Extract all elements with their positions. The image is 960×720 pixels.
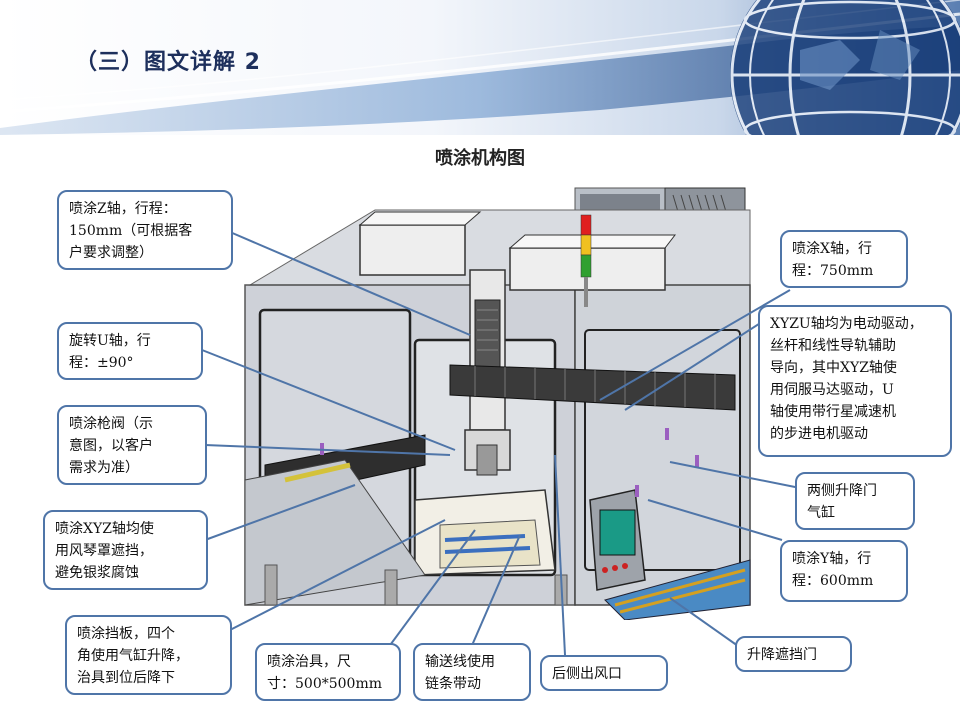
callout-side-door-cylinder: 两侧升降门 气缸 [795, 472, 915, 530]
callout-xyz-bellows-cover: 喷涂XYZ轴均使 用风琴罩遮挡， 避免银浆腐蚀 [43, 510, 208, 590]
callout-z-axis: 喷涂Z轴，行程： 150mm（可根据客 户要求调整） [57, 190, 233, 270]
control-panel-screen [589, 489, 646, 591]
callout-lift-shield-door: 升降遮挡门 [735, 636, 852, 672]
callout-rear-air-outlet: 后侧出风口 [540, 655, 668, 691]
slide-header-banner [0, 0, 960, 135]
callout-conveyor: 输送线使用 链条带动 [413, 643, 531, 701]
callout-drive-system: XYZU轴均为电动驱动， 丝杆和线性导轨辅助 导向，其中XYZ轴使 用伺服马达驱… [758, 305, 952, 457]
globe-graphic [730, 0, 960, 135]
slide-title: （三）图文详解 2 [75, 50, 261, 75]
spray-machine-illustration [244, 187, 751, 620]
callout-x-axis: 喷涂X轴，行 程：750mm [780, 230, 908, 288]
callout-spray-baffle: 喷涂挡板，四个 角使用气缸升降， 治具到位后降下 [65, 615, 232, 695]
callout-y-axis: 喷涂Y轴，行 程：600mm [780, 540, 908, 602]
callout-spray-valve: 喷涂枪阀（示 意图，以客户 需求为准） [57, 405, 207, 485]
callout-u-axis: 旋转U轴，行 程：±90° [57, 322, 203, 380]
callout-spray-fixture: 喷涂治具，尺 寸：500*500mm [255, 643, 401, 701]
signal-tower-light [580, 214, 592, 307]
diagram-title: 喷涂机构图 [435, 148, 525, 169]
